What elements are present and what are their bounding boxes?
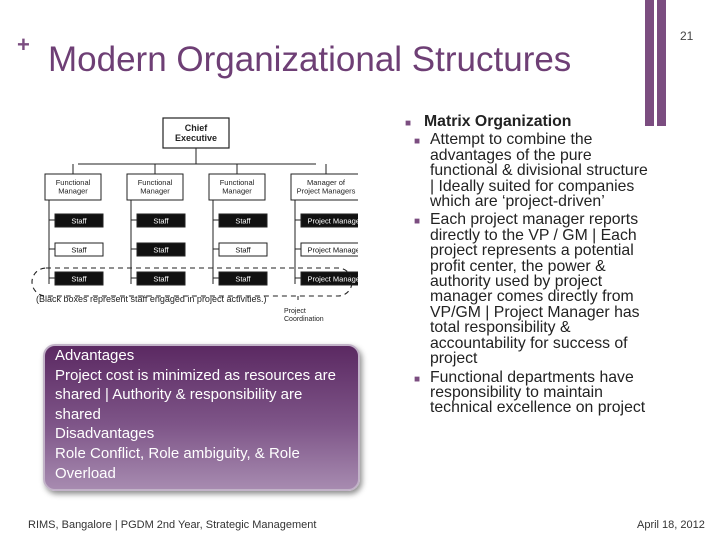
sub-bullet-line: VP/GM | Project Manager has: [430, 303, 640, 321]
advantages-text: Advantages Project cost is minimized as …: [55, 346, 367, 483]
staff-label: Staff: [235, 246, 251, 255]
staff-box: [300, 271, 358, 286]
staff-box: [136, 242, 186, 257]
staff-label: Staff: [235, 275, 251, 284]
manager-box: [126, 173, 184, 201]
project-coordination-label: Project Coordination: [284, 308, 324, 323]
advantages-line: Role Conflict, Role ambiguity, & Role: [55, 444, 300, 462]
main-bullet: ■ Matrix Organization: [404, 113, 716, 130]
staff-box: [300, 213, 358, 228]
sub-bullet-line: project: [430, 350, 478, 368]
advantages-box: [43, 344, 360, 491]
sub-bullet: ■ Functional departments have responsibi…: [406, 368, 716, 417]
sub-bullet-line: Attempt to combine the: [430, 131, 593, 149]
staff-box: [54, 271, 104, 286]
project-coordination-outline: [31, 267, 353, 297]
staff-label: Staff: [235, 217, 251, 226]
chart-note: (Black boxes represent staff engaged in …: [36, 294, 267, 304]
slide-number: 21: [680, 29, 694, 43]
staff-label: Staff: [71, 246, 87, 255]
main-bullet-text: Matrix Organization: [424, 113, 572, 130]
staff-label: Staff: [71, 217, 87, 226]
staff-box: [218, 242, 268, 257]
sub-bullet-line: directly to the VP / GM | Each: [430, 226, 637, 244]
sub-bullet-line: authority used by project: [430, 273, 603, 291]
square-bullet-icon: ■: [405, 118, 412, 129]
staff-label: Project Manager: [307, 275, 358, 284]
sub-bullet-line: manager comes directly from: [430, 288, 634, 306]
sub-bullet-line: technical excellence on project: [430, 399, 646, 417]
staff-label: Staff: [153, 275, 169, 284]
sub-bullet-line: advantages of the pure: [430, 146, 592, 164]
advantages-line: shared: [55, 405, 101, 423]
advantages-line: Project cost is minimized as resources a…: [55, 366, 336, 384]
footer-left: RIMS, Bangalore | PGDM 2nd Year, Strateg…: [28, 519, 317, 531]
staff-label: Staff: [153, 246, 169, 255]
sub-bullet-line: profit center, the power &: [430, 257, 606, 275]
footer-date: April 18, 2012: [637, 519, 705, 531]
staff-box: [136, 271, 186, 286]
sub-bullet-line: responsibility to maintain: [430, 383, 603, 401]
sub-bullet-line: accountability for success of: [430, 334, 628, 352]
staff-label: Staff: [153, 217, 169, 226]
square-bullet-icon: ■: [414, 136, 421, 148]
square-bullet-icon: ■: [414, 216, 421, 228]
square-bullet-icon: ■: [414, 373, 421, 385]
staff-label: Project Manager: [307, 217, 358, 226]
staff-box: [54, 242, 104, 257]
sub-bullet-line: total responsibility &: [430, 319, 571, 337]
plus-mark: +: [17, 32, 30, 57]
sub-bullet-line: Each project manager reports: [430, 211, 639, 229]
manager-box: [208, 173, 266, 201]
sub-bullet-line: which are ‘project-driven’: [430, 193, 605, 211]
sub-bullet-line: | Ideally suited for companies: [430, 177, 635, 195]
staff-box: [136, 213, 186, 228]
decorative-bar-left: [645, 0, 654, 126]
manager-box: [44, 173, 102, 201]
staff-box: [300, 242, 358, 257]
staff-label: Project Manager: [307, 246, 358, 255]
manager-box: [290, 173, 358, 201]
bullet-list: ■ Matrix Organization ■ Attempt to combi…: [404, 114, 716, 419]
advantages-line: Advantages: [55, 347, 135, 364]
sub-bullet-line: project represents a potential: [430, 242, 634, 260]
sub-bullet: ■ Attempt to combine the advantages of t…: [406, 131, 716, 211]
staff-box: [54, 213, 104, 228]
staff-box: [218, 271, 268, 286]
sub-bullet-line: Functional departments have: [430, 368, 634, 386]
staff-box: [218, 213, 268, 228]
advantages-line: Overload: [55, 464, 116, 482]
sub-bullet: ■ Each project manager reports directly …: [406, 211, 716, 368]
staff-label: Staff: [71, 275, 87, 284]
page-title: Modern Organizational Structures: [48, 40, 572, 79]
sub-bullet-line: functional & divisional structure: [430, 162, 648, 180]
advantages-line: Disadvantages: [55, 425, 155, 443]
advantages-line: shared | Authority & responsibility are: [55, 386, 303, 404]
decorative-bar-right: [657, 0, 666, 126]
chief-executive-box: [162, 117, 230, 149]
